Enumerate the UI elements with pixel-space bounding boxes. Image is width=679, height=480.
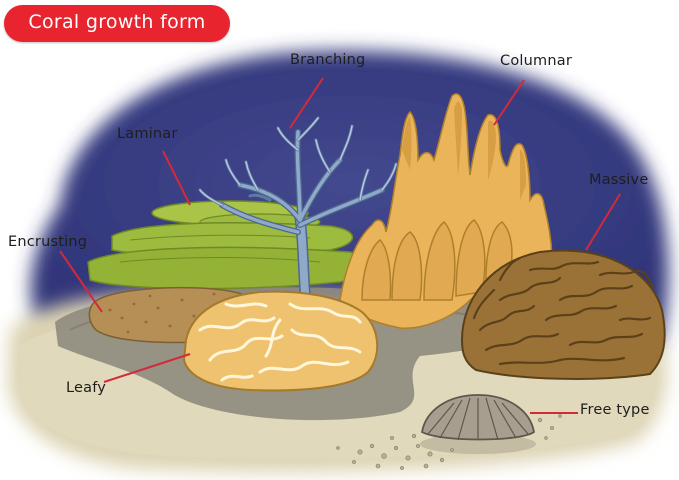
label-free-type: Free type xyxy=(580,402,650,418)
label-branching: Branching xyxy=(290,52,365,68)
label-columnar: Columnar xyxy=(500,53,572,69)
label-leafy: Leafy xyxy=(66,380,106,396)
leafy-coral xyxy=(184,292,377,391)
title-badge: Coral growth form xyxy=(4,5,230,42)
label-massive: Massive xyxy=(589,172,648,188)
page-title: Coral growth form xyxy=(4,11,230,33)
label-laminar: Laminar xyxy=(117,126,178,142)
label-encrusting: Encrusting xyxy=(8,234,87,250)
